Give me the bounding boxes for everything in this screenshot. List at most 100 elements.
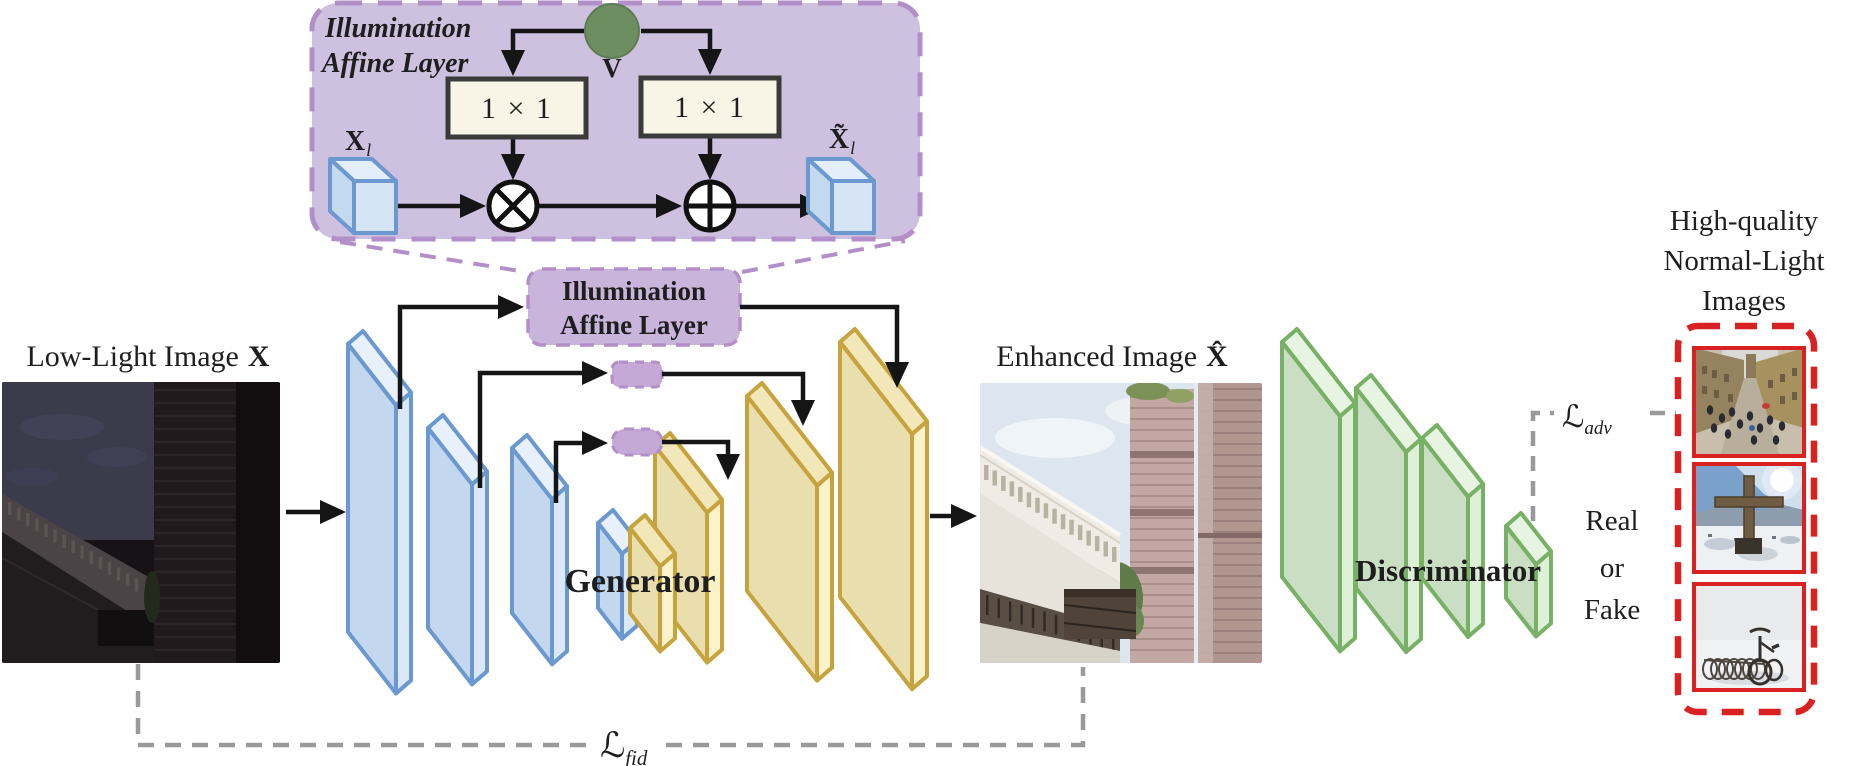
p3-saddle — [1771, 643, 1780, 650]
discriminator-label: Discriminator — [1355, 553, 1541, 588]
skip3-out-arrow — [662, 439, 740, 480]
v-node-label: V — [602, 53, 622, 83]
network-blocks — [346, 327, 1553, 696]
enhanced-building-fins — [984, 465, 1117, 562]
p1-tower — [1746, 354, 1756, 378]
enhanced-building-base — [980, 623, 1120, 663]
enhanced-bridge-rail — [1063, 622, 1137, 632]
skip1-in-arrow — [397, 295, 524, 409]
inset-connector-left — [339, 240, 527, 274]
p2-cross-horizontal — [1714, 496, 1784, 508]
lowlight-building-upper — [2, 494, 154, 628]
feature-to-multiply-arrow — [398, 194, 486, 218]
p3-handlebar — [1749, 627, 1771, 634]
discriminator-block-2 — [1354, 373, 1423, 654]
skip3-in-arrow — [553, 431, 608, 503]
enhanced-tower1-gap — [1130, 509, 1194, 516]
conv1x1-left-label: 1 × 1 — [481, 92, 553, 125]
p3-frame — [1759, 640, 1775, 654]
low-light-image — [2, 382, 280, 663]
output-arrow — [930, 504, 977, 528]
reference-title-line1: High-quality — [1670, 205, 1819, 237]
enhanced-image — [980, 383, 1262, 663]
v-to-conv-left-arrow — [501, 28, 584, 76]
decoder-block-1 — [628, 513, 677, 654]
p1-backpack — [1749, 425, 1755, 431]
decoder-block-3 — [745, 381, 834, 683]
reference-photo-cross — [1692, 462, 1806, 574]
conv1x1-right-box — [638, 75, 782, 139]
p3-border — [1692, 582, 1806, 692]
lowlight-cloud — [87, 447, 147, 467]
reference-photo-street — [1692, 346, 1806, 458]
conv1x1-left-box — [445, 76, 589, 140]
lowlight-tower — [154, 382, 236, 663]
skip2-out-arrow — [662, 371, 815, 426]
reference-title-line3: Images — [1702, 285, 1786, 317]
enhanced-building-upper — [980, 447, 1120, 583]
p2-cross-vertical — [1743, 475, 1755, 545]
cube-front-face — [830, 179, 876, 235]
output-feature-cube — [806, 157, 876, 235]
enhanced-bridge-roof — [1064, 589, 1136, 597]
discriminator-block-1 — [1280, 327, 1357, 654]
adversarial-loss-label: ℒadv — [1562, 399, 1612, 439]
input-cube-label: Xl — [345, 126, 371, 160]
reference-title-line2: Normal-Light — [1663, 245, 1824, 277]
real-or-fake-line2: or — [1600, 552, 1625, 584]
enhanced-cloud — [995, 418, 1115, 458]
affine-box-line2: Affine Layer — [560, 310, 708, 340]
illumination-vector-node — [584, 3, 640, 59]
affine-box-line1: Illumination — [562, 276, 706, 306]
p2-snow-patch — [1780, 536, 1800, 544]
multiply-to-add-arrow — [539, 194, 682, 218]
encoder-block-3 — [510, 433, 569, 667]
lowlight-tower-bands — [154, 388, 236, 652]
p1-border — [1692, 346, 1806, 458]
add-icon — [683, 179, 737, 233]
skip1-out-arrow — [740, 304, 909, 388]
enhanced-roof-garden — [1126, 383, 1170, 400]
conv-left-down-arrow — [501, 138, 525, 180]
p2-cross-base — [1735, 538, 1762, 554]
generator-label: Generator — [564, 563, 715, 600]
discriminator-block-4 — [1504, 511, 1553, 639]
enhanced-sky-gap — [1194, 383, 1198, 663]
fidelity-loss-path-left — [135, 664, 592, 748]
enhanced-tower2-highlight — [1198, 383, 1213, 663]
adv-label-backing — [1554, 396, 1642, 432]
p3-rear-wheel — [1764, 658, 1784, 682]
enhanced-tower1-gap — [1130, 567, 1194, 574]
input-feature-cube — [328, 157, 398, 235]
inset-title-line2: Affine Layer — [320, 48, 470, 79]
enhanced-roof-edge — [980, 445, 1122, 537]
lowlight-foliage — [144, 571, 160, 623]
real-or-fake-line1: Real — [1585, 505, 1638, 537]
conv-right-down-arrow — [698, 136, 722, 180]
lowlight-tower-far — [236, 382, 280, 663]
lowlight-cloud — [6, 468, 58, 486]
input-arrow — [286, 500, 346, 524]
conv1x1-right-label: 1 × 1 — [674, 91, 746, 124]
lowlight-walkway — [98, 610, 156, 646]
enhanced-bridge-rail — [1063, 604, 1137, 614]
p2-sun — [1770, 468, 1794, 492]
p1-windows — [1702, 366, 1797, 404]
v-to-conv-right-arrow — [641, 28, 722, 75]
real-or-fake-line3: Fake — [1584, 594, 1640, 626]
enhanced-roof-garden — [1166, 389, 1194, 403]
p2-snow-patch — [1704, 538, 1736, 550]
enhanced-tower2-gap — [1198, 533, 1262, 538]
inset-connector-right — [741, 239, 906, 274]
p2-village — [1708, 534, 1712, 537]
fidelity-loss-label: ℒfid — [600, 726, 648, 766]
affine-layer-inset-box — [309, 0, 923, 242]
enhanced-roof-shadow — [980, 454, 1121, 544]
p1-crowd — [1706, 405, 1786, 445]
decoder-block-4 — [838, 327, 929, 692]
affine-layer-pill-2 — [610, 427, 664, 457]
fidelity-loss-path-right — [666, 667, 1086, 748]
